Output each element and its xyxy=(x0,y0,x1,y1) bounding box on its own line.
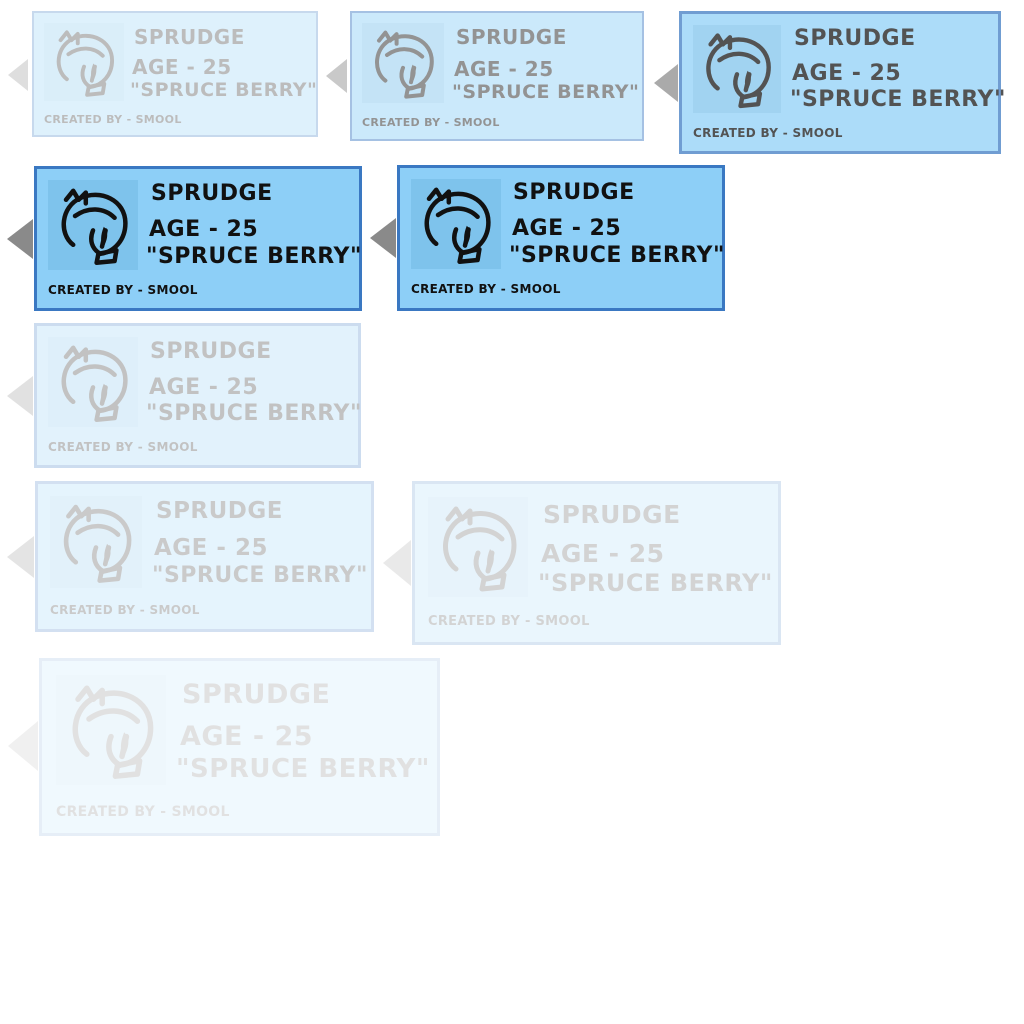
portrait xyxy=(48,180,138,270)
portrait xyxy=(362,23,444,103)
credit-line: CREATED BY - SMOOL xyxy=(362,116,500,129)
portrait xyxy=(411,179,501,269)
character-name: SPRUDGE xyxy=(456,25,567,49)
character-name: SPRUDGE xyxy=(134,25,245,49)
credit-line: CREATED BY - SMOOL xyxy=(56,804,230,820)
character-card-3[interactable]: SPRUDGE AGE - 25 "SPRUCE BERRY" CREATED … xyxy=(654,11,1005,154)
portrait xyxy=(44,23,124,101)
pointer-arrow-icon xyxy=(8,59,28,91)
character-name: SPRUDGE xyxy=(156,498,283,524)
character-nickname: "SPRUCE BERRY" xyxy=(538,569,773,597)
character-name: SPRUDGE xyxy=(151,181,273,206)
character-nickname: "SPRUCE BERRY" xyxy=(790,87,1006,112)
credit-line: CREATED BY - SMOOL xyxy=(48,283,198,297)
character-card-8[interactable]: SPRUDGE AGE - 25 "SPRUCE BERRY" CREATED … xyxy=(383,481,781,645)
sprudge-face-icon xyxy=(63,504,132,583)
character-card-5[interactable]: SPRUDGE AGE - 25 "SPRUCE BERRY" CREATED … xyxy=(370,165,725,311)
character-name: SPRUDGE xyxy=(513,180,635,205)
character-name: SPRUDGE xyxy=(794,26,916,51)
pointer-arrow-icon xyxy=(8,721,38,771)
pointer-arrow-icon xyxy=(326,59,347,93)
credit-line: CREATED BY - SMOOL xyxy=(428,614,590,629)
character-name: SPRUDGE xyxy=(182,679,331,710)
credit-line: CREATED BY - SMOOL xyxy=(411,282,561,296)
character-age: AGE - 25 xyxy=(132,55,232,79)
character-age: AGE - 25 xyxy=(149,375,259,400)
sprudge-face-icon xyxy=(61,188,128,266)
character-nickname: "SPRUCE BERRY" xyxy=(152,563,368,588)
character-name: SPRUDGE xyxy=(543,500,681,529)
character-age: AGE - 25 xyxy=(792,61,902,86)
credit-line: CREATED BY - SMOOL xyxy=(50,603,200,617)
sprudge-face-icon xyxy=(375,30,434,99)
character-name: SPRUDGE xyxy=(150,339,272,364)
character-nickname: "SPRUCE BERRY" xyxy=(452,81,640,103)
pointer-arrow-icon xyxy=(370,218,396,258)
credit-line: CREATED BY - SMOOL xyxy=(48,440,198,454)
sprudge-face-icon xyxy=(443,506,517,592)
character-card-9[interactable]: SPRUDGE AGE - 25 "SPRUCE BERRY" CREATED … xyxy=(8,658,440,836)
character-nickname: "SPRUCE BERRY" xyxy=(130,79,318,101)
portrait xyxy=(56,675,166,785)
character-nickname: "SPRUCE BERRY" xyxy=(146,401,362,426)
character-age: AGE - 25 xyxy=(454,57,554,81)
sprudge-face-icon xyxy=(706,33,771,109)
character-card-7[interactable]: SPRUDGE AGE - 25 "SPRUCE BERRY" CREATED … xyxy=(7,481,374,632)
sprudge-face-icon xyxy=(424,187,491,265)
pointer-arrow-icon xyxy=(383,540,411,586)
character-age: AGE - 25 xyxy=(149,217,259,242)
character-age: AGE - 25 xyxy=(180,721,314,752)
pointer-arrow-icon xyxy=(7,536,34,578)
pointer-arrow-icon xyxy=(7,376,33,416)
credit-line: CREATED BY - SMOOL xyxy=(44,113,182,126)
character-age: AGE - 25 xyxy=(154,535,268,561)
portrait xyxy=(428,497,528,597)
sprudge-face-icon xyxy=(56,30,115,97)
pointer-arrow-icon xyxy=(7,219,33,259)
character-card-2[interactable]: SPRUDGE AGE - 25 "SPRUCE BERRY" CREATED … xyxy=(326,11,644,141)
sprudge-face-icon xyxy=(72,685,154,779)
character-card-4[interactable]: SPRUDGE AGE - 25 "SPRUCE BERRY" CREATED … xyxy=(7,166,362,311)
portrait xyxy=(693,25,781,113)
credit-line: CREATED BY - SMOOL xyxy=(693,126,843,140)
character-card-6[interactable]: SPRUDGE AGE - 25 "SPRUCE BERRY" CREATED … xyxy=(7,323,362,468)
character-nickname: "SPRUCE BERRY" xyxy=(146,244,362,269)
character-age: AGE - 25 xyxy=(541,539,665,568)
sprudge-face-icon xyxy=(61,345,128,423)
portrait xyxy=(48,337,138,427)
character-age: AGE - 25 xyxy=(512,216,622,241)
character-nickname: "SPRUCE BERRY" xyxy=(176,754,430,784)
pointer-arrow-icon xyxy=(654,64,678,102)
character-nickname: "SPRUCE BERRY" xyxy=(509,243,725,268)
character-card-1[interactable]: SPRUDGE AGE - 25 "SPRUCE BERRY" CREATED … xyxy=(8,11,318,137)
portrait xyxy=(50,496,142,588)
